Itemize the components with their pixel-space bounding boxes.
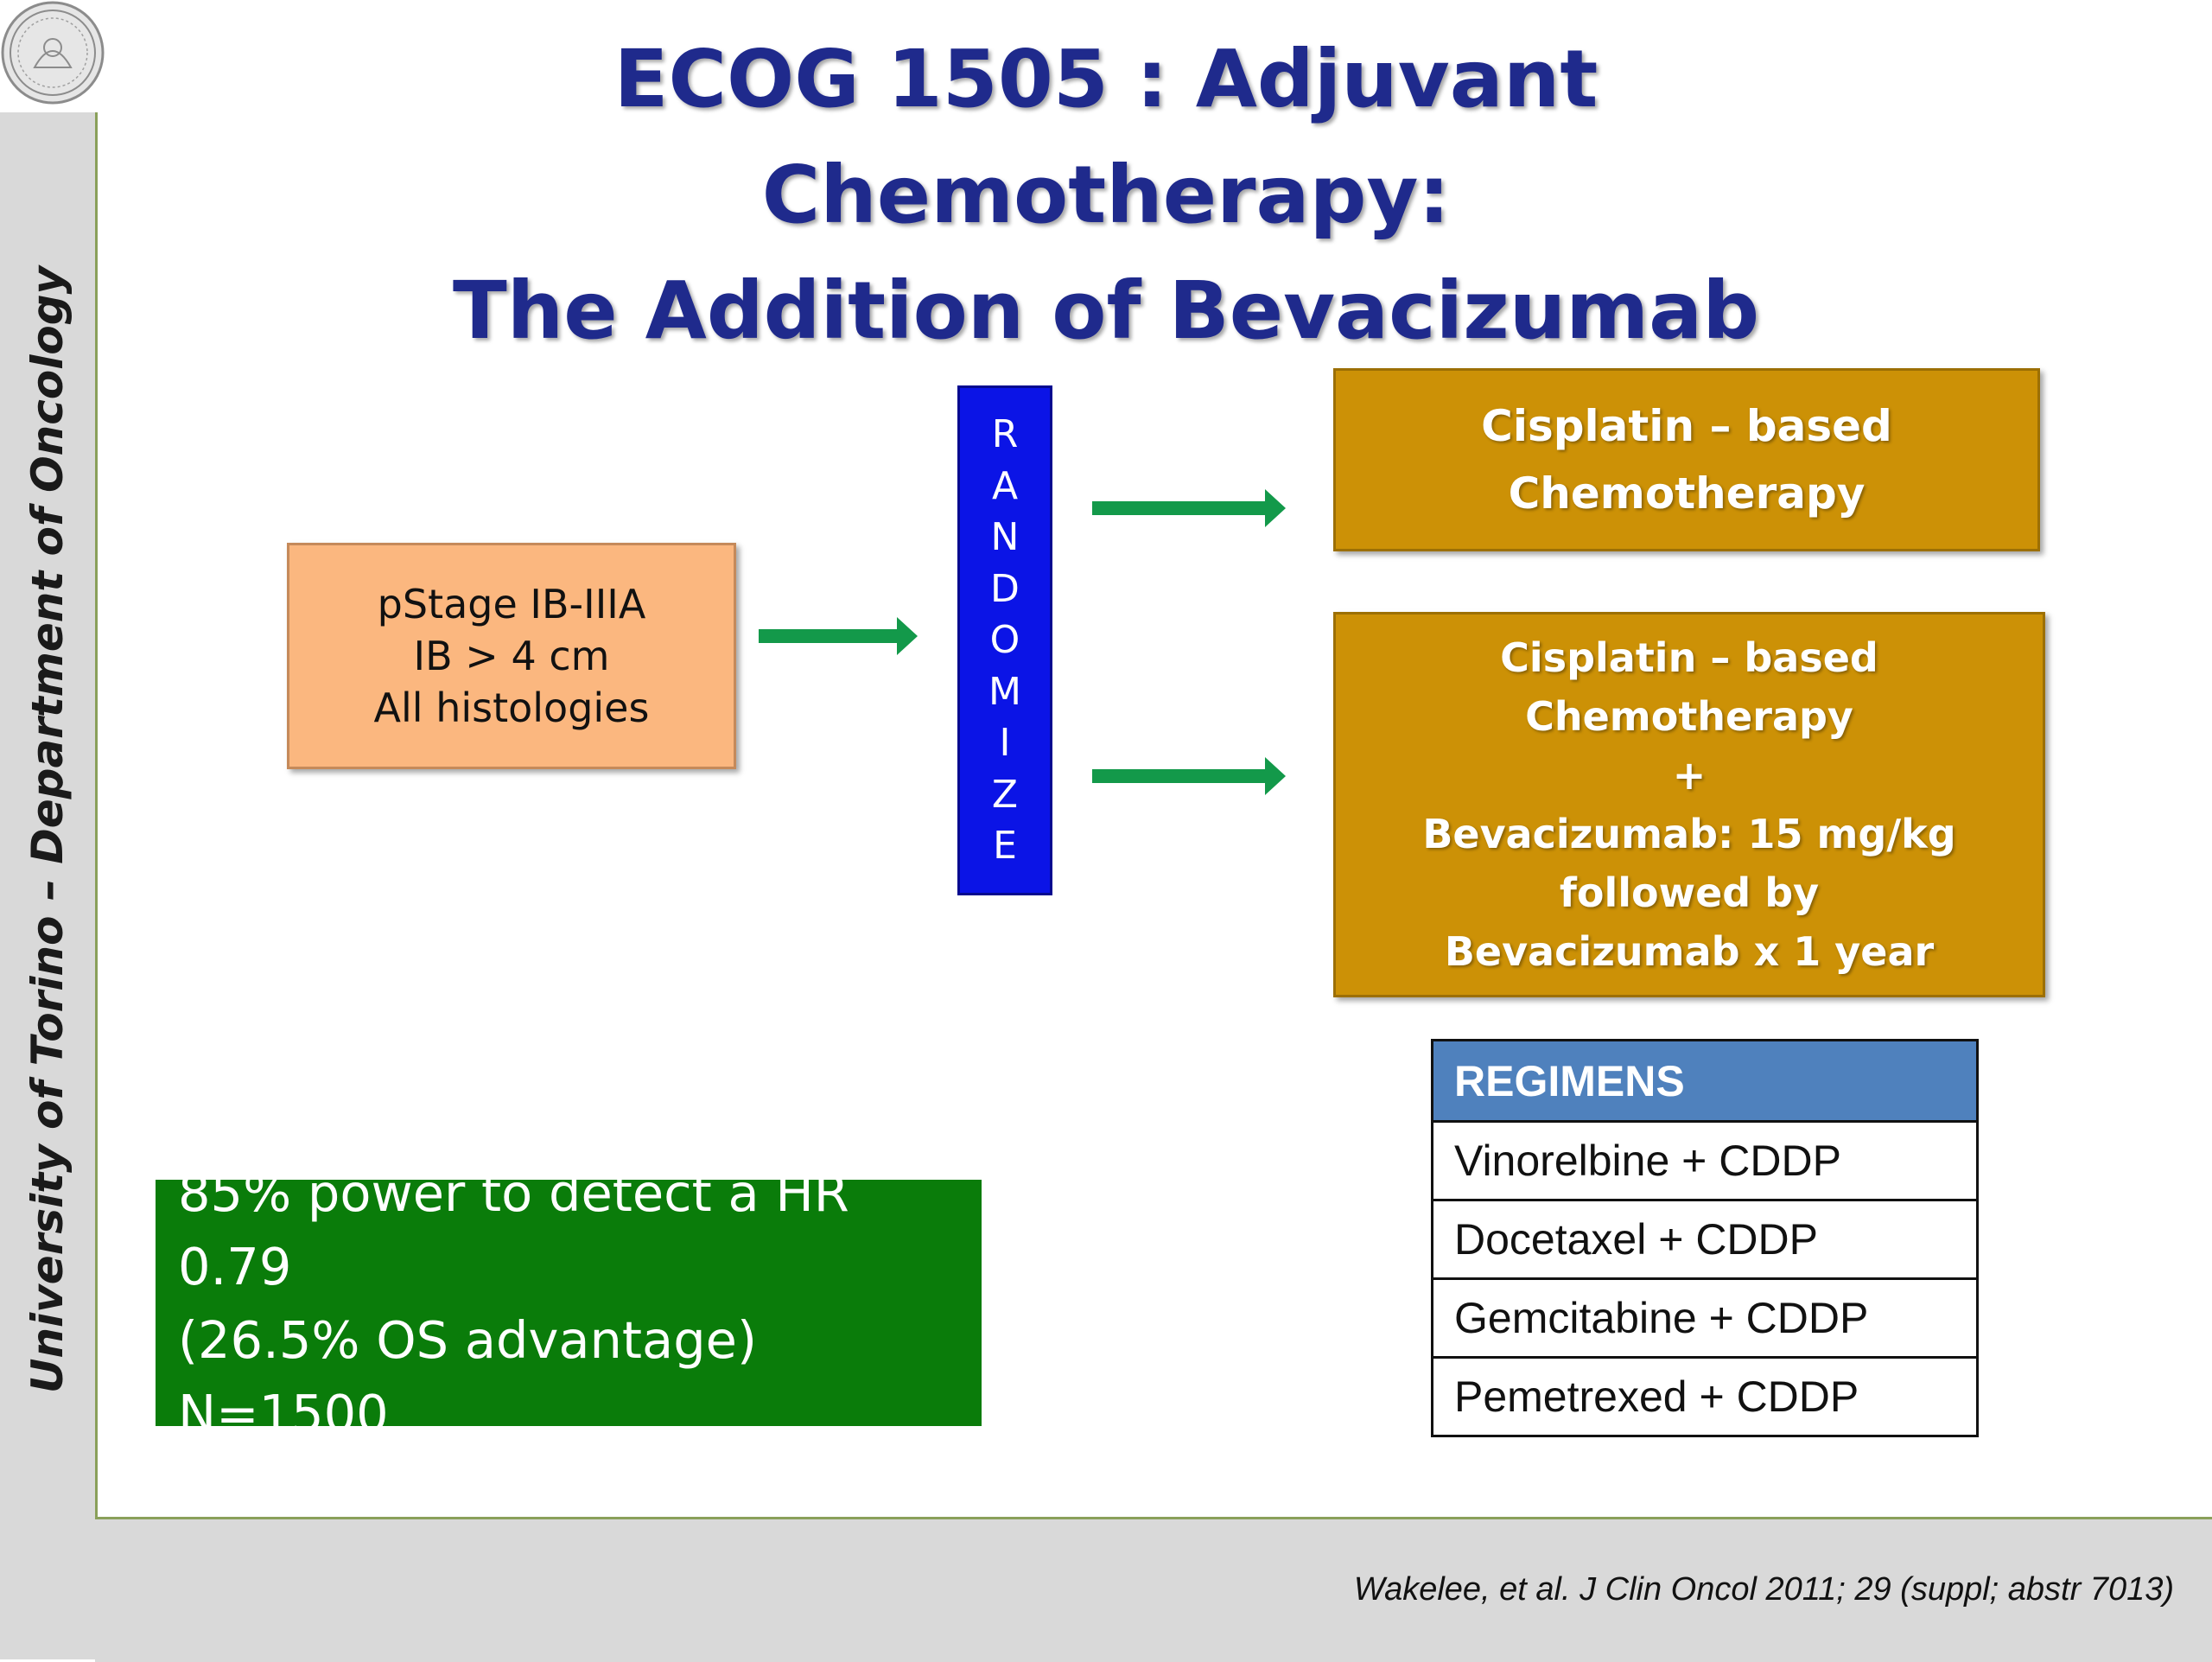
- power-line: (26.5% OS advantage): [178, 1309, 757, 1370]
- citation: Wakelee, et al. J Clin Oncol 2011; 29 (s…: [1353, 1571, 2174, 1608]
- randomize-letter: N: [990, 515, 1020, 560]
- arrow-to-arm-b: [1092, 757, 1286, 795]
- eligibility-line: IB > 4 cm: [413, 633, 610, 679]
- university-seal-icon: [1, 1, 105, 105]
- table-row: Pemetrexed + CDDP: [1431, 1356, 1979, 1437]
- table-row: Docetaxel + CDDP: [1431, 1199, 1979, 1280]
- regimens-table: REGIMENS Vinorelbine + CDDP Docetaxel + …: [1431, 1039, 1979, 1437]
- table-row: Gemcitabine + CDDP: [1431, 1277, 1979, 1359]
- randomize-letter: D: [990, 566, 1020, 611]
- randomize-letter: Z: [991, 772, 1019, 817]
- power-line: 85% power to detect a HR 0.79: [178, 1162, 849, 1296]
- slide-title: ECOG 1505 : Adjuvant Chemotherapy: The A…: [259, 22, 1953, 369]
- arrow-to-arm-a: [1092, 489, 1286, 527]
- regimen-cell: Gemcitabine + CDDP: [1431, 1277, 1979, 1359]
- title-line-1: ECOG 1505 : Adjuvant Chemotherapy:: [613, 33, 1599, 241]
- power-statement-box: 85% power to detect a HR 0.79 (26.5% OS …: [156, 1163, 982, 1443]
- title-line-2: The Addition of Bevacizumab: [452, 264, 1760, 357]
- randomize-letter: R: [991, 412, 1019, 457]
- randomize-letter: M: [988, 669, 1021, 714]
- arm-line: Chemotherapy: [1525, 693, 1853, 740]
- arm-cisplatin-chemo-bevacizumab: Cisplatin – based Chemotherapy + Bevaciz…: [1333, 612, 2045, 997]
- regimen-cell: Docetaxel + CDDP: [1431, 1199, 1979, 1280]
- table-header-row: REGIMENS: [1431, 1039, 1979, 1123]
- arm-line: followed by: [1559, 869, 1820, 916]
- power-line: N=1500: [178, 1383, 389, 1443]
- sidebar-label: University of Torino – Department of Onc…: [22, 265, 73, 1394]
- randomize-letter: O: [989, 618, 1020, 663]
- arrow-to-randomize: [759, 617, 918, 655]
- arm-line: Bevacizumab x 1 year: [1444, 928, 1935, 975]
- arm-line: Bevacizumab: 15 mg/kg: [1422, 811, 1956, 857]
- regimens-header: REGIMENS: [1431, 1039, 1979, 1123]
- arm-line: Cisplatin – based: [1481, 401, 1892, 451]
- eligibility-line: All histologies: [373, 685, 650, 731]
- regimen-cell: Vinorelbine + CDDP: [1431, 1120, 1979, 1201]
- arm-line: Chemotherapy: [1508, 468, 1866, 519]
- sidebar-band: [0, 112, 98, 1659]
- eligibility-line: pStage IB-IIIA: [377, 581, 646, 627]
- randomize-letter: A: [991, 463, 1019, 508]
- eligibility-box: pStage IB-IIIA IB > 4 cm All histologies: [287, 543, 736, 769]
- regimen-cell: Pemetrexed + CDDP: [1431, 1356, 1979, 1437]
- randomize-letter: I: [999, 721, 1011, 766]
- footer-band: [95, 1517, 2212, 1662]
- randomize-bar: R A N D O M I Z E: [957, 385, 1052, 895]
- arm-cisplatin-chemo: Cisplatin – based Chemotherapy: [1333, 368, 2040, 551]
- randomize-letter: E: [993, 824, 1017, 869]
- table-row: Vinorelbine + CDDP: [1431, 1120, 1979, 1201]
- arm-line: Cisplatin – based: [1500, 634, 1878, 681]
- arm-line: +: [1672, 752, 1707, 799]
